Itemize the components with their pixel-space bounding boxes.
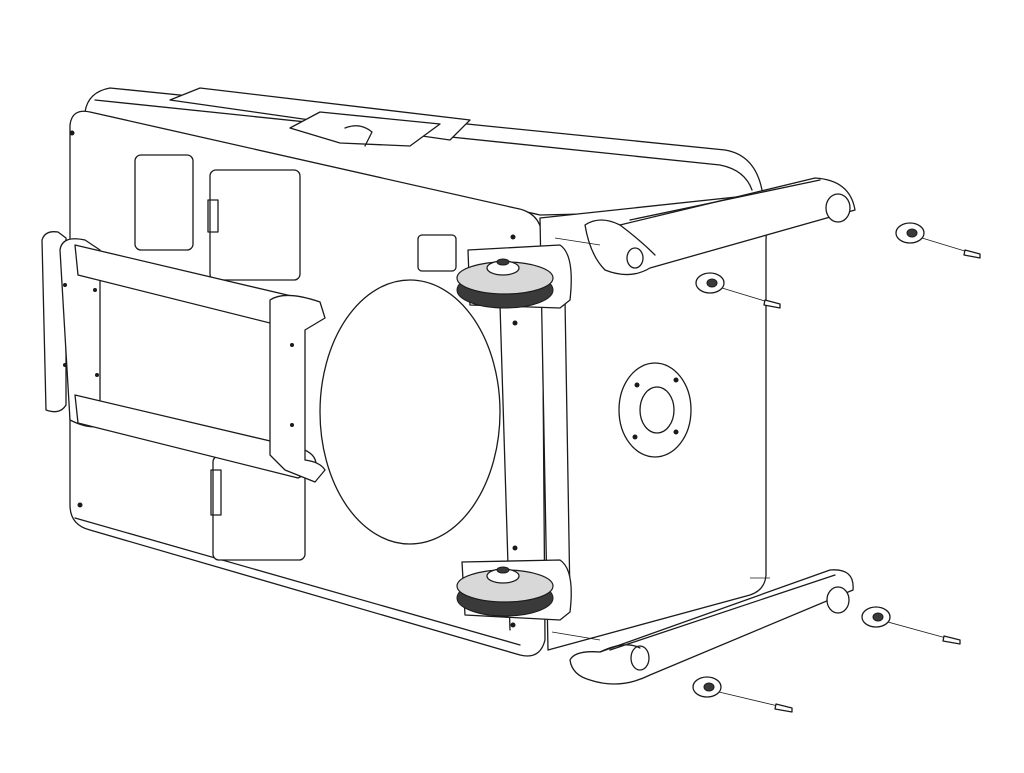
- top-latch: [289, 111, 441, 147]
- screw-bottom-left: [718, 691, 793, 713]
- body-screws: [69, 130, 518, 628]
- bottom-handle-bar: [551, 569, 854, 685]
- speaker-grille-circle: [319, 279, 501, 545]
- bar-end-hole: [826, 586, 850, 614]
- top-edge-line: [94, 99, 753, 191]
- screw-top-right: [921, 237, 981, 259]
- spacer-bottom-left: [692, 676, 722, 698]
- recess-small: [417, 234, 457, 272]
- screw-bottom-right: [887, 621, 961, 645]
- castor-wheel-bottom: [456, 559, 572, 621]
- castor-wheel-top: [456, 244, 572, 309]
- recess-top-center: [209, 169, 301, 281]
- side-handle: [41, 231, 326, 483]
- front-bottom-lip: [74, 517, 521, 646]
- spacer-top-left: [695, 272, 725, 294]
- top-handle-bar: [554, 177, 856, 276]
- spacer-bottom-right: [861, 606, 891, 628]
- bar-end-hole: [825, 193, 851, 223]
- screw-top-left: [721, 287, 781, 309]
- rear-connector-plate: [618, 362, 692, 458]
- front-recesses: [134, 154, 457, 561]
- recess-top-left: [134, 154, 194, 251]
- top-panel: [169, 87, 471, 147]
- handle-mount-right: [269, 294, 326, 483]
- spacer-top-right: [895, 222, 925, 244]
